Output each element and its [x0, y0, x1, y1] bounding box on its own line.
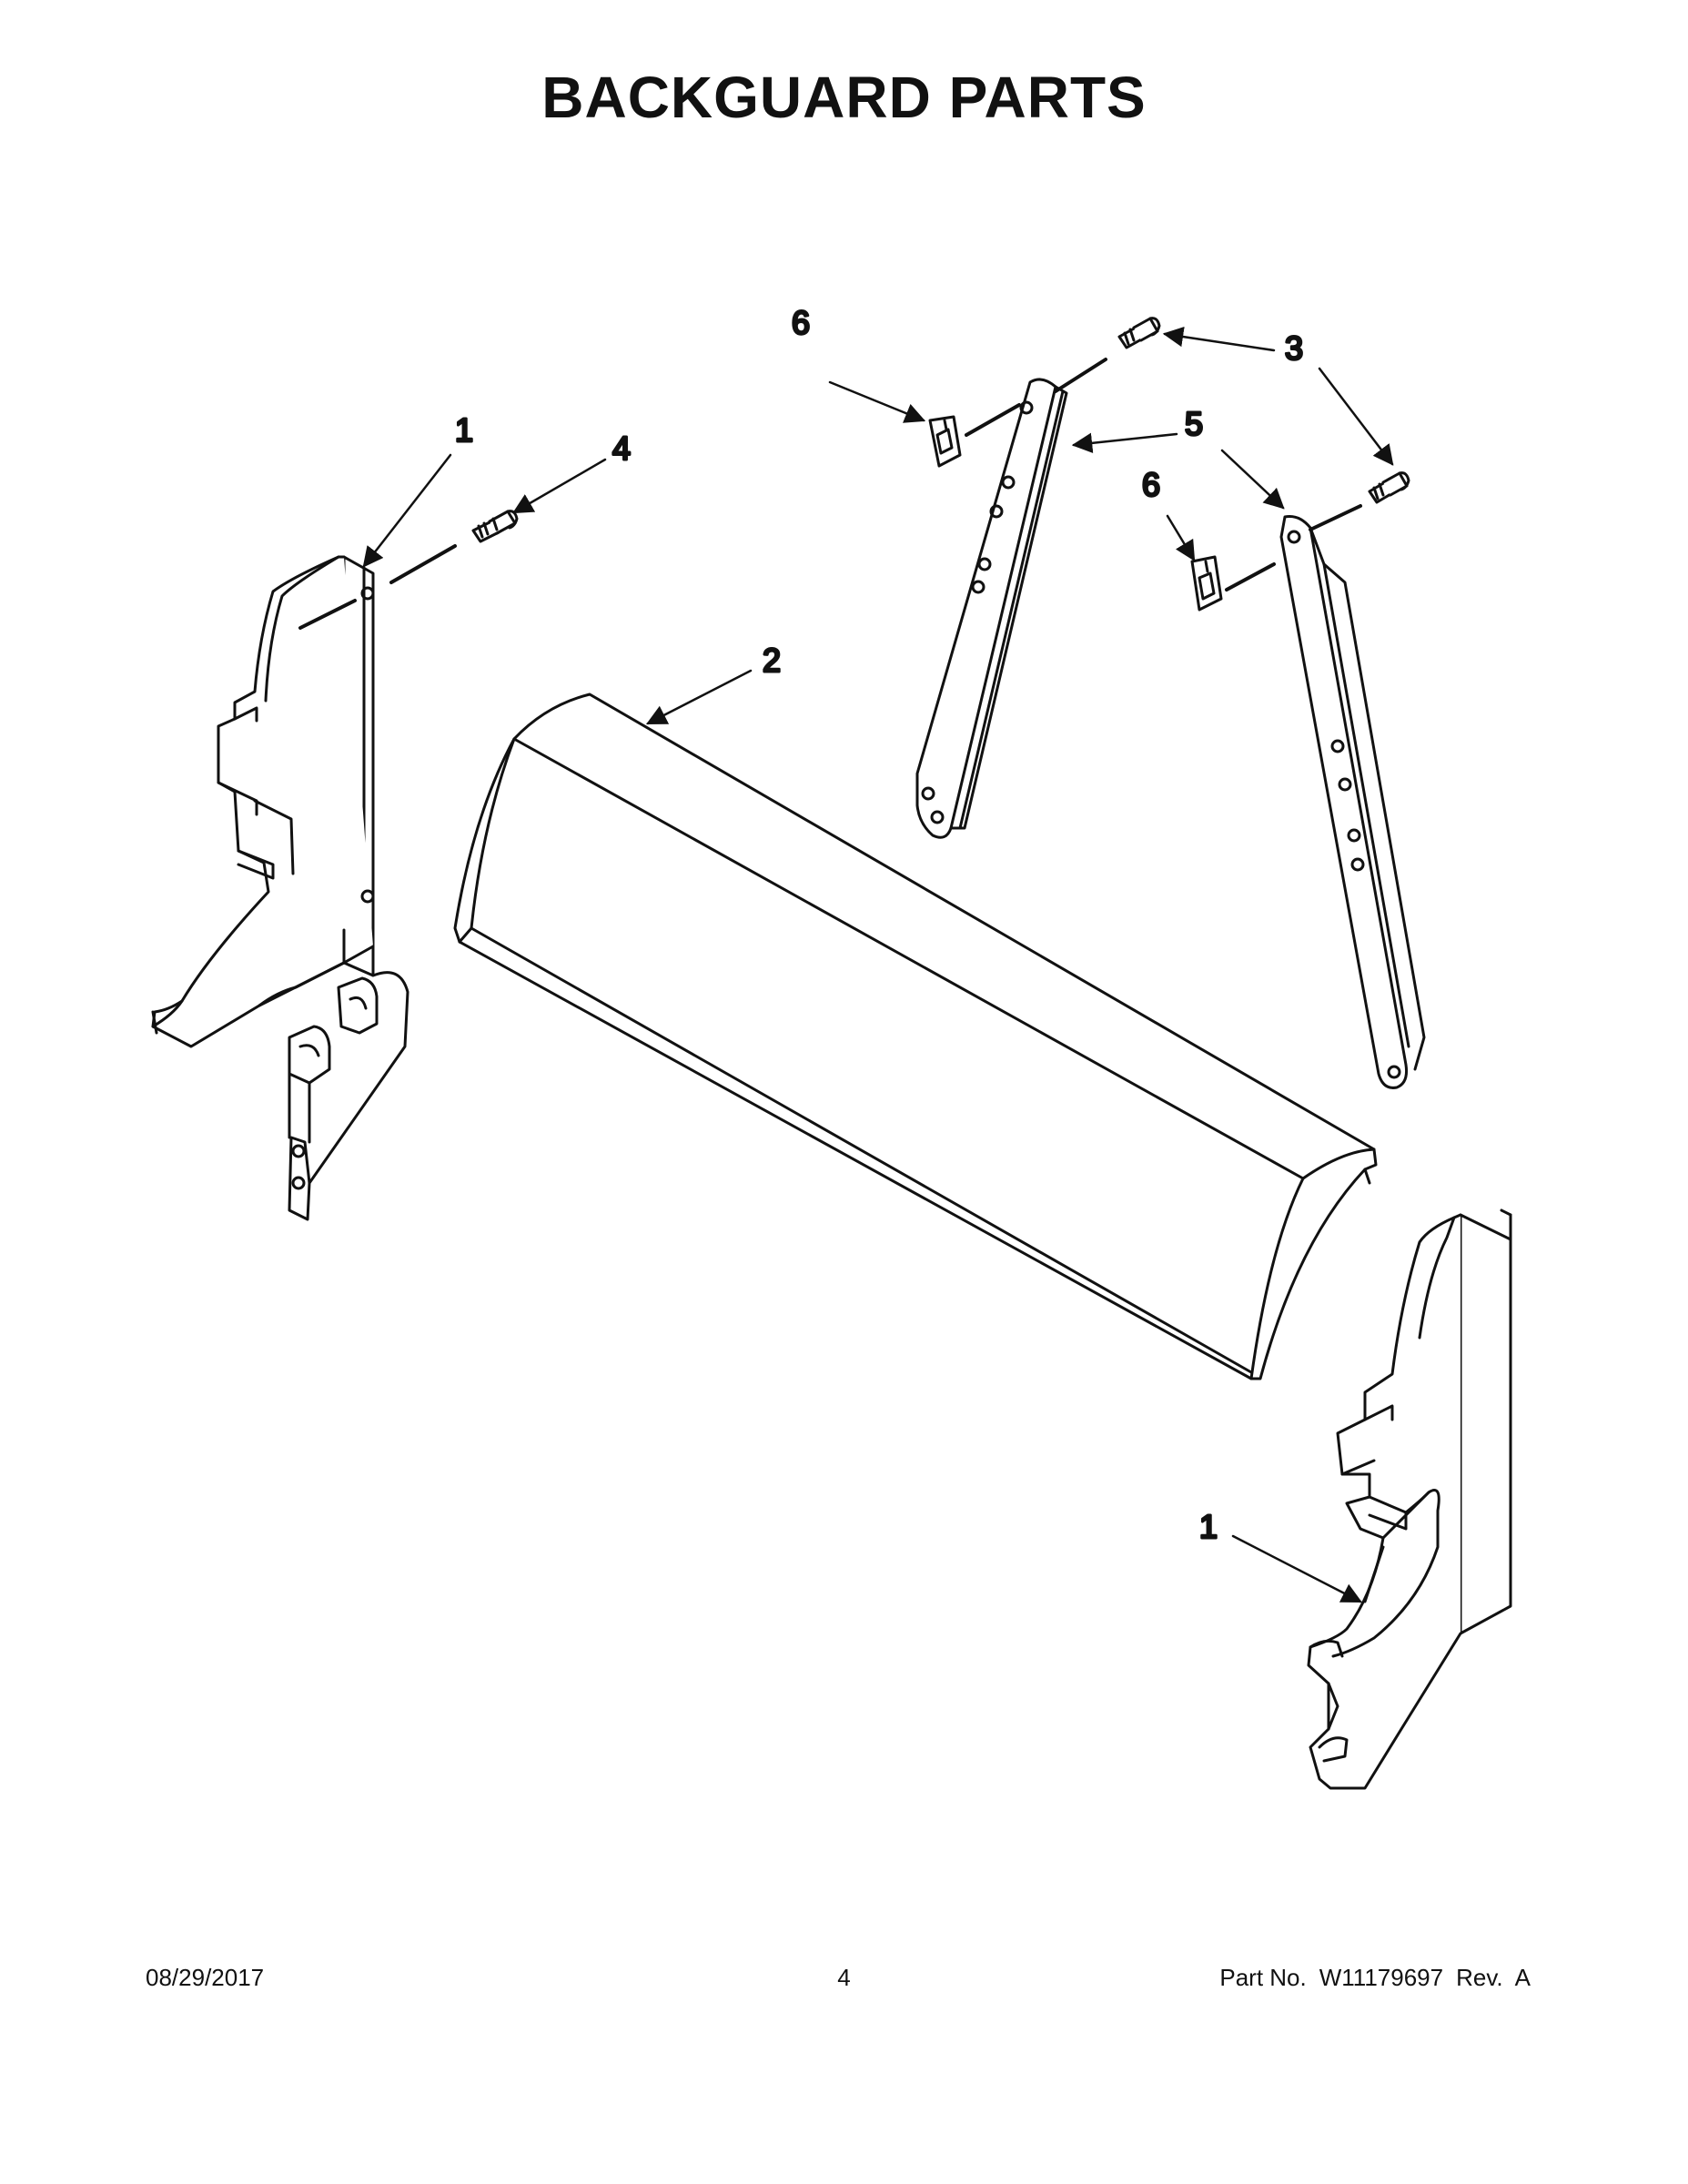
leader-right-bracket	[1220, 449, 1285, 510]
leader-arrows	[362, 326, 1394, 1603]
leader-left-bracket	[1071, 432, 1178, 454]
leader-backguard-panel	[645, 669, 753, 725]
right-screw	[1368, 471, 1410, 504]
leader-left-clip	[828, 380, 926, 423]
left-mounting-bracket	[915, 378, 1068, 839]
page-title: BACKGUARD PARTS	[541, 65, 1147, 130]
part-number-label: Part No.	[1219, 1964, 1307, 1991]
backguard-panel	[453, 693, 1378, 1380]
leader-right-clip	[1166, 514, 1196, 561]
leader-right-screw	[1318, 367, 1394, 466]
assembly-lines	[298, 358, 1362, 630]
callout-left-bracket: 5	[1185, 405, 1203, 442]
upper-screw	[1117, 317, 1161, 349]
callout-left-screw: 4	[612, 430, 631, 467]
right-mounting-bracket	[1279, 515, 1426, 1089]
left-clip	[928, 415, 962, 468]
left-screw	[471, 510, 519, 543]
left-end-cap	[151, 555, 409, 1221]
right-end-cap	[1307, 1208, 1512, 1790]
leader-left-end-cap	[362, 453, 452, 568]
callout-backguard-panel: 2	[763, 642, 781, 679]
leader-right-end-cap	[1231, 1534, 1363, 1603]
footer-date: 08/29/2017	[146, 1964, 265, 1991]
callout-left-clip: 6	[792, 304, 810, 341]
right-clip	[1190, 555, 1223, 612]
callout-left-end-cap: 1	[455, 411, 473, 449]
callout-right-end-cap: 1	[1199, 1508, 1218, 1545]
leader-upper-screw	[1162, 326, 1276, 352]
callout-upper-screw: 3	[1285, 329, 1303, 367]
revision: Rev. A	[1456, 1964, 1531, 1991]
part-number: W11179697	[1319, 1964, 1444, 1991]
callout-right-clip: 6	[1142, 466, 1160, 503]
footer-page-number: 4	[837, 1964, 851, 1991]
footer-part-info: Part No. W11179697 Rev. A	[1207, 1964, 1531, 1992]
leader-left-screw	[512, 458, 607, 514]
